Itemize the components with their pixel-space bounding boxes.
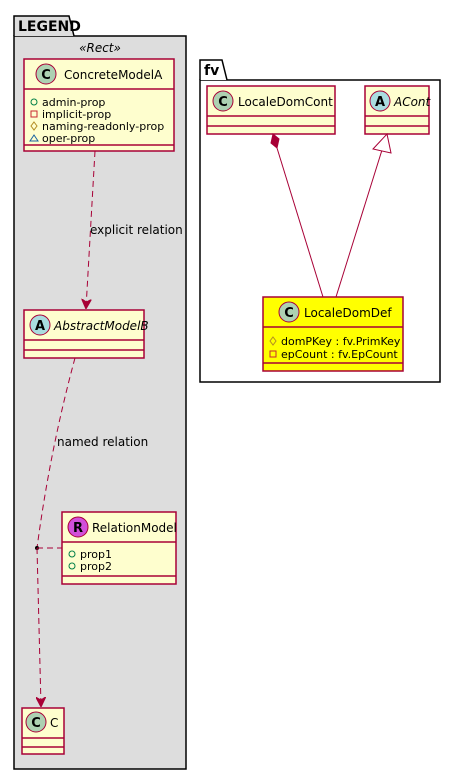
relation-r-icon — [67, 516, 89, 538]
explicit-relation-label: explicit relation — [90, 223, 183, 237]
class-c-icon — [212, 90, 234, 112]
member-oper-prop: oper-prop — [42, 132, 95, 145]
class-c[interactable]: C C — [21, 707, 65, 755]
member-admin-prop: admin-prop — [42, 96, 105, 109]
public-visibility-icon — [68, 550, 76, 558]
fv-package-tab — [199, 59, 228, 81]
class-kind-letter: R — [73, 521, 83, 536]
class-name: ACont — [393, 95, 432, 109]
class-kind-letter: C — [284, 306, 294, 321]
legend-package-tab — [13, 15, 75, 37]
named-relation-arrow — [37, 547, 41, 706]
class-a-cont[interactable]: A ACont — [364, 85, 432, 135]
member-naming-readonly-prop: naming-readonly-prop — [42, 120, 164, 133]
package-visibility-icon — [29, 134, 39, 142]
public-visibility-icon — [30, 98, 38, 106]
class-kind-letter: C — [31, 716, 41, 731]
protected-visibility-icon — [269, 336, 277, 346]
class-concrete-model-a[interactable]: C ConcreteModelA admin-prop implicit-pro… — [23, 58, 175, 152]
member-prop2: prop2 — [80, 560, 112, 573]
legend-package: LEGEND «Rect» — [13, 15, 187, 770]
class-name: AbstractModelB — [53, 319, 149, 333]
legend-package-body — [13, 35, 187, 770]
class-locale-dom-cont[interactable]: C LocaleDomCont — [206, 85, 336, 135]
member-implicit-prop: implicit-prop — [42, 108, 111, 121]
public-visibility-icon — [68, 562, 76, 570]
legend-title: LEGEND — [18, 19, 81, 35]
class-name: C — [50, 716, 58, 730]
class-kind-letter: A — [35, 319, 45, 334]
named-relation-line — [36, 357, 76, 549]
class-name: LocaleDomDef — [304, 306, 392, 320]
member-ep-count: epCount : fv.EpCount — [281, 348, 398, 361]
private-visibility-icon — [269, 350, 277, 358]
protected-visibility-icon — [30, 121, 38, 131]
composition-diamond-icon — [270, 133, 280, 149]
class-c-icon — [25, 711, 47, 733]
inheritance-line — [335, 149, 383, 298]
member-prop1: prop1 — [80, 548, 112, 561]
private-visibility-icon — [30, 110, 38, 118]
abstract-a-icon — [29, 314, 51, 336]
class-locale-dom-def[interactable]: C LocaleDomDef domPKey : fv.PrimKey epCo… — [262, 296, 404, 372]
class-c-icon — [35, 63, 57, 85]
legend-stereotype: «Rect» — [79, 41, 121, 55]
fv-title: fv — [204, 63, 219, 79]
abstract-a-icon — [369, 90, 391, 112]
inheritance-triangle-icon — [372, 132, 392, 154]
explicit-relation-arrow — [86, 150, 96, 308]
class-kind-letter: C — [218, 95, 228, 110]
class-kind-letter: C — [41, 68, 51, 83]
class-name: LocaleDomCont — [238, 95, 333, 109]
class-name: ConcreteModelA — [64, 68, 163, 82]
class-abstract-model-b[interactable]: A AbstractModelB — [23, 309, 149, 359]
named-relation-label: named relation — [57, 435, 148, 449]
class-relation-model[interactable]: R RelationModel prop1 prop2 — [61, 511, 177, 585]
class-name: RelationModel — [92, 521, 177, 535]
member-dom-pkey: domPKey : fv.PrimKey — [281, 335, 401, 348]
composition-line — [276, 147, 324, 298]
class-kind-letter: A — [375, 95, 385, 110]
class-c-icon — [278, 301, 300, 323]
